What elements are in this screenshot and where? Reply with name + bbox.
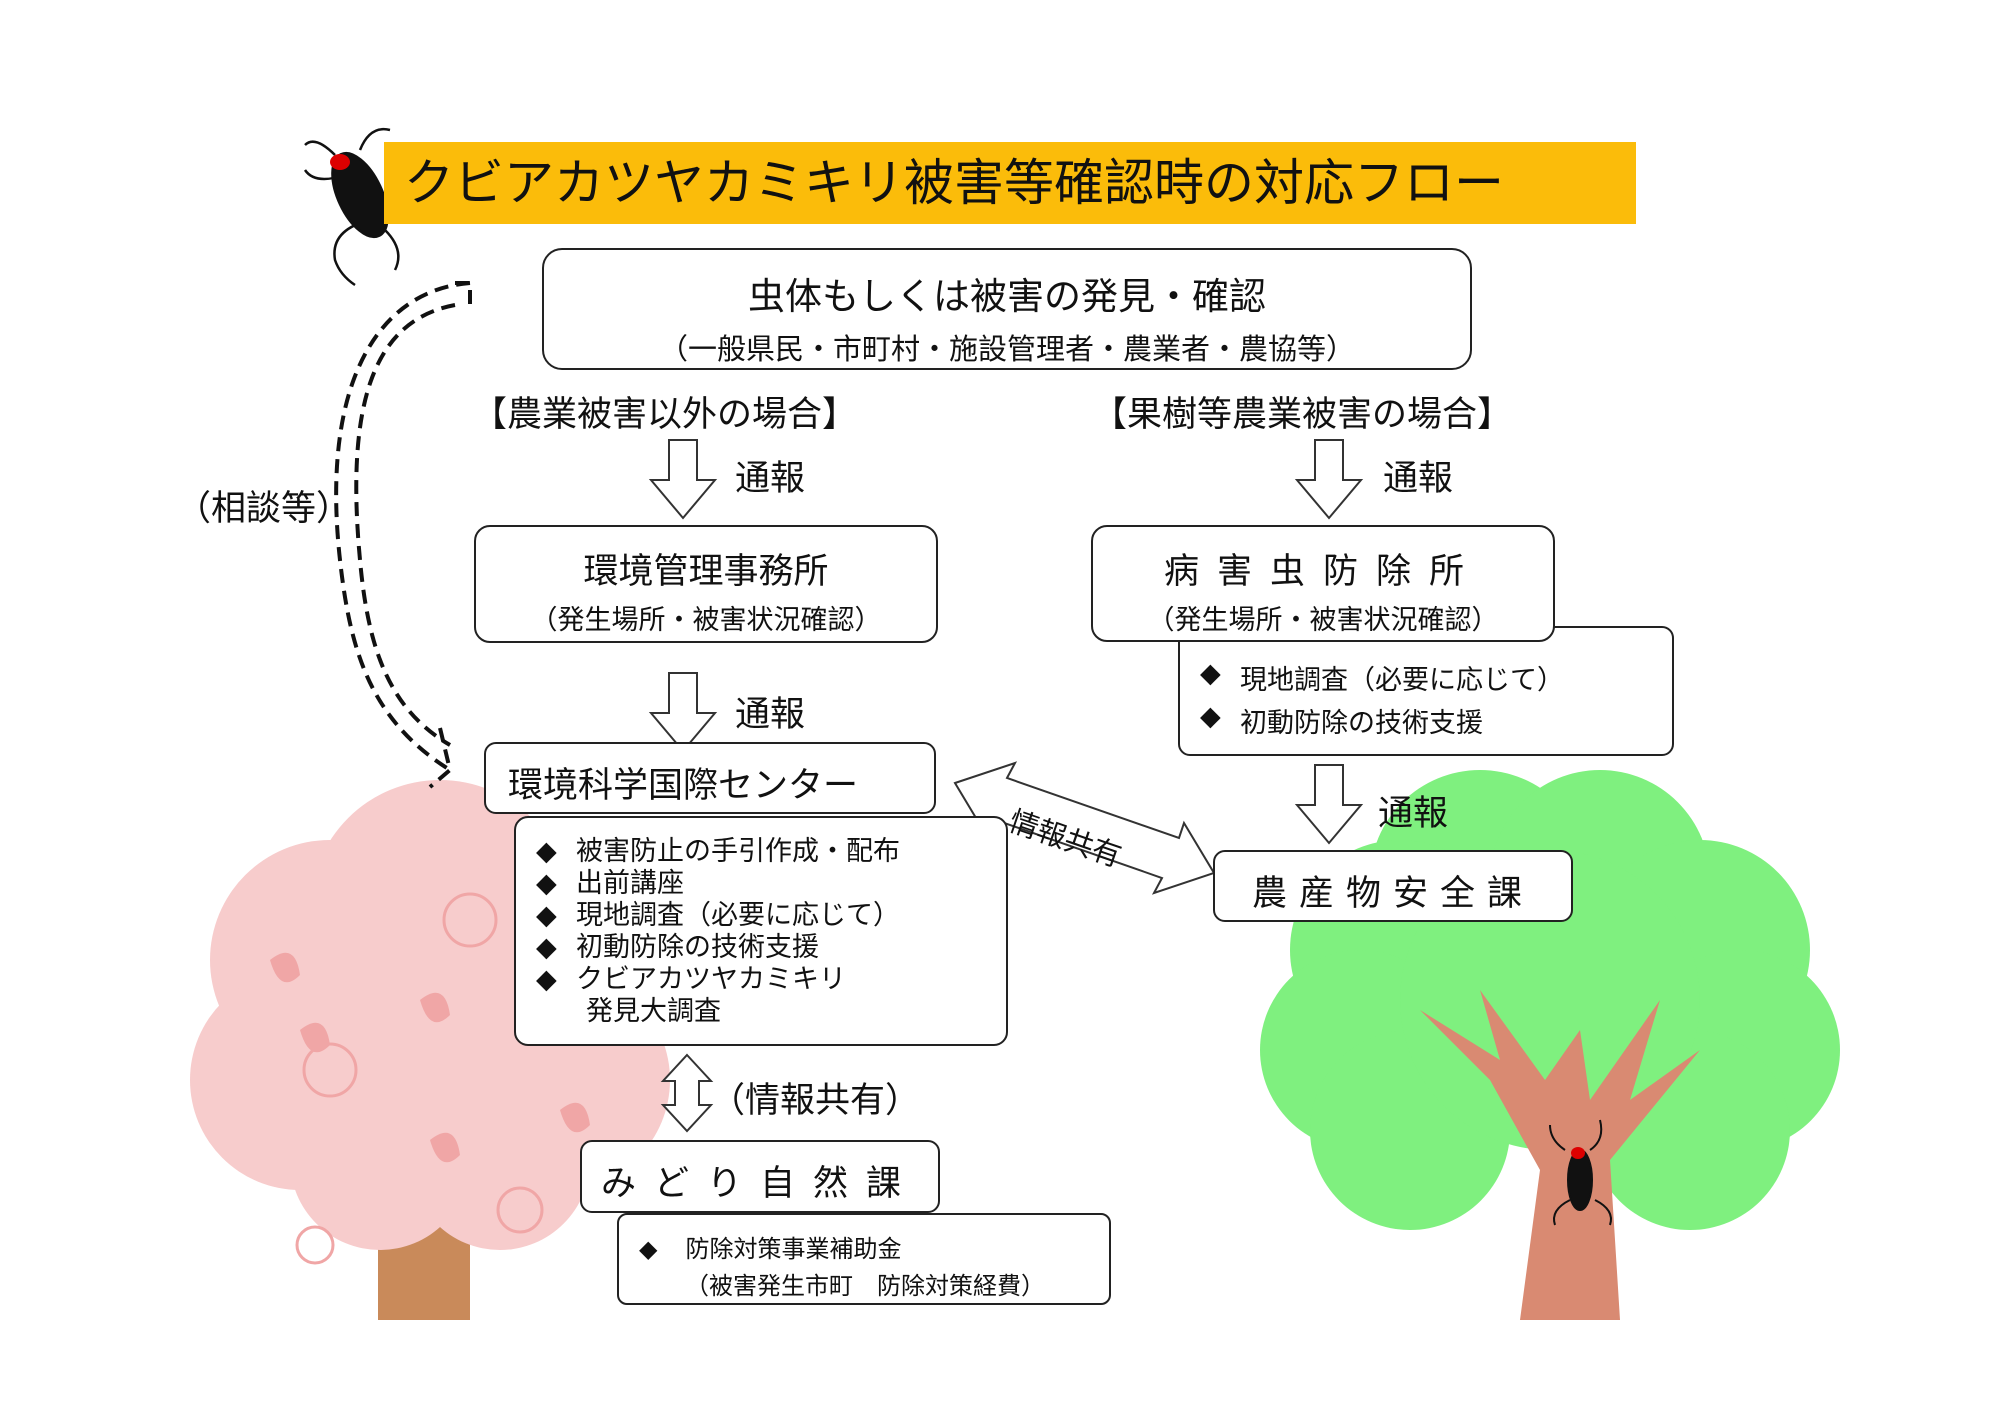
task-item: ◆初動防除の技術支援 — [1200, 701, 1483, 739]
agri-safety-main: 農産物安全課 — [1251, 874, 1534, 914]
env-office-box: 環境管理事務所 （発生場所・被害状況確認） — [474, 525, 938, 643]
env-office-main: 環境管理事務所 — [583, 552, 829, 592]
down-arrow-icon — [1294, 439, 1364, 520]
down-arrow-icon — [648, 439, 718, 520]
midori-tasks-box: ◆防除対策事業補助金 （被害発生市町 防除対策経費） — [617, 1213, 1111, 1305]
task-item: ◆被害防止の手引作成・配布 — [536, 836, 900, 867]
up-down-arrow-icon — [660, 1053, 714, 1133]
diamond-bullet-icon: ◆ — [536, 900, 557, 931]
diamond-bullet-icon: ◆ — [536, 932, 557, 963]
report-label: 通報 — [1378, 794, 1449, 834]
down-arrow-icon — [1294, 764, 1364, 845]
task-item: ◆出前講座 — [536, 868, 684, 899]
pest-office-tasks-box: ◆現地調査（必要に応じて） ◆初動防除の技術支援 — [1178, 626, 1674, 756]
info-share-paren-label: （情報共有） — [710, 1081, 921, 1121]
discovery-box: 虫体もしくは被害の発見・確認 （一般県民・市町村・施設管理者・農業者・農協等） — [542, 248, 1472, 370]
pest-office-main: 病害虫防除所 — [1163, 552, 1482, 592]
task-item-continuation: 発見大調査 — [586, 996, 721, 1027]
discovery-main: 虫体もしくは被害の発見・確認 — [748, 275, 1266, 318]
beetle-illustration-top — [303, 127, 400, 287]
env-center-box: 環境科学国際センター — [484, 742, 936, 814]
diamond-bullet-icon: ◆ — [536, 836, 557, 867]
consult-label: （相談等） — [176, 489, 352, 529]
env-office-sub: （発生場所・被害状況確認） — [530, 605, 882, 636]
task-item-sub: （被害発生市町 防除対策経費） — [685, 1272, 1045, 1300]
midori-main: みどり自然課 — [600, 1164, 919, 1204]
down-arrow-icon — [648, 672, 718, 753]
env-center-tasks-box: ◆被害防止の手引作成・配布 ◆出前講座 ◆現地調査（必要に応じて） ◆初動防除の… — [514, 816, 1008, 1046]
report-label: 通報 — [735, 695, 806, 735]
midori-box: みどり自然課 — [580, 1140, 940, 1213]
page-title: クビアカツヤカミキリ被害等確認時の対応フロー — [384, 142, 1636, 224]
diamond-bullet-icon: ◆ — [639, 1235, 658, 1263]
discovery-sub: （一般県民・市町村・施設管理者・農業者・農協等） — [658, 332, 1355, 366]
diamond-bullet-icon: ◆ — [1200, 658, 1221, 689]
diamond-bullet-icon: ◆ — [536, 868, 557, 899]
task-item: ◆現地調査（必要に応じて） — [1200, 658, 1564, 696]
task-item: ◆防除対策事業補助金 — [639, 1235, 902, 1263]
diamond-bullet-icon: ◆ — [536, 964, 557, 995]
diamond-bullet-icon: ◆ — [1200, 701, 1221, 732]
pest-office-sub: （発生場所・被害状況確認） — [1147, 605, 1499, 636]
task-item: ◆クビアカツヤカミキリ — [536, 964, 846, 995]
beetle-illustration-tree — [1549, 1119, 1612, 1226]
agri-safety-box: 農産物安全課 — [1213, 850, 1573, 922]
pest-office-box: 病害虫防除所 （発生場所・被害状況確認） — [1091, 525, 1555, 642]
branch-agri: 【果樹等農業被害の場合】 — [1092, 395, 1513, 435]
task-item: ◆初動防除の技術支援 — [536, 932, 819, 963]
report-label: 通報 — [735, 459, 806, 499]
env-center-main: 環境科学国際センター — [508, 766, 859, 806]
task-item: ◆現地調査（必要に応じて） — [536, 900, 900, 931]
branch-non-agri: 【農業被害以外の場合】 — [472, 395, 858, 435]
report-label: 通報 — [1383, 459, 1454, 499]
consult-dashed-arrow — [334, 281, 472, 789]
